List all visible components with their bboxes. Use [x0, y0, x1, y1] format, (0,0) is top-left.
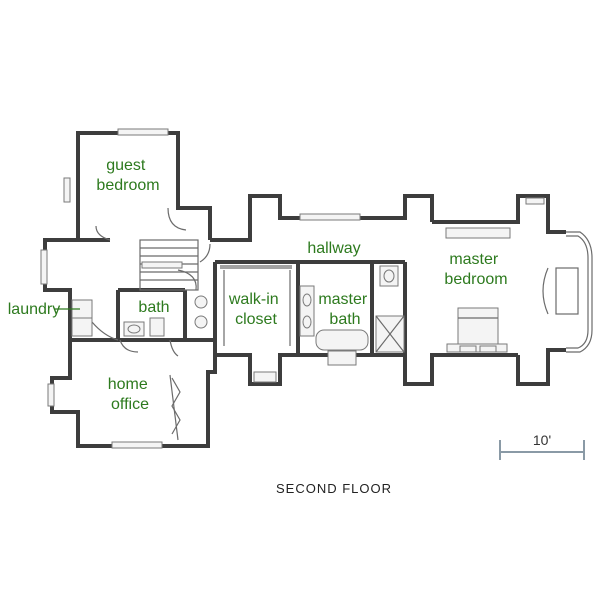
label-hallway: hallway: [307, 240, 360, 257]
label-walk-in-closet: walk-in closet: [228, 291, 283, 328]
bath-fixtures: [71, 265, 405, 353]
label-home-office-line2: office: [111, 396, 149, 413]
room-labels: guest bedroom laundry bath home office w…: [8, 157, 508, 413]
label-guest-bedroom-line1: guest: [106, 157, 146, 174]
label-master-bath: master bath: [318, 291, 371, 328]
label-master-bedroom: master bedroom: [444, 251, 507, 288]
label-home-office-line1: home: [108, 376, 148, 393]
label-guest-bedroom: guest bedroom: [96, 157, 159, 194]
label-guest-bedroom-line2: bedroom: [96, 177, 159, 194]
scale-bar: 10': [499, 432, 585, 460]
label-walk-in-closet-line2: closet: [235, 311, 277, 328]
windows: [40, 128, 545, 449]
label-master-bath-line1: master: [318, 291, 368, 308]
scale-label: 10': [533, 432, 551, 448]
label-master-bedroom-line2: bedroom: [444, 271, 507, 288]
label-master-bedroom-line1: master: [449, 251, 499, 268]
floor-title: SECOND FLOOR: [276, 481, 392, 496]
label-home-office: home office: [108, 376, 152, 413]
bay-window: [542, 231, 593, 353]
label-bath: bath: [138, 299, 169, 316]
staircase: [139, 239, 199, 291]
label-walk-in-closet-line1: walk-in: [228, 291, 279, 308]
closet-rods: [220, 265, 292, 346]
label-master-bath-line2: bath: [329, 311, 360, 328]
master-bed: [446, 307, 508, 353]
label-laundry: laundry: [8, 301, 60, 318]
doors: [91, 207, 211, 441]
